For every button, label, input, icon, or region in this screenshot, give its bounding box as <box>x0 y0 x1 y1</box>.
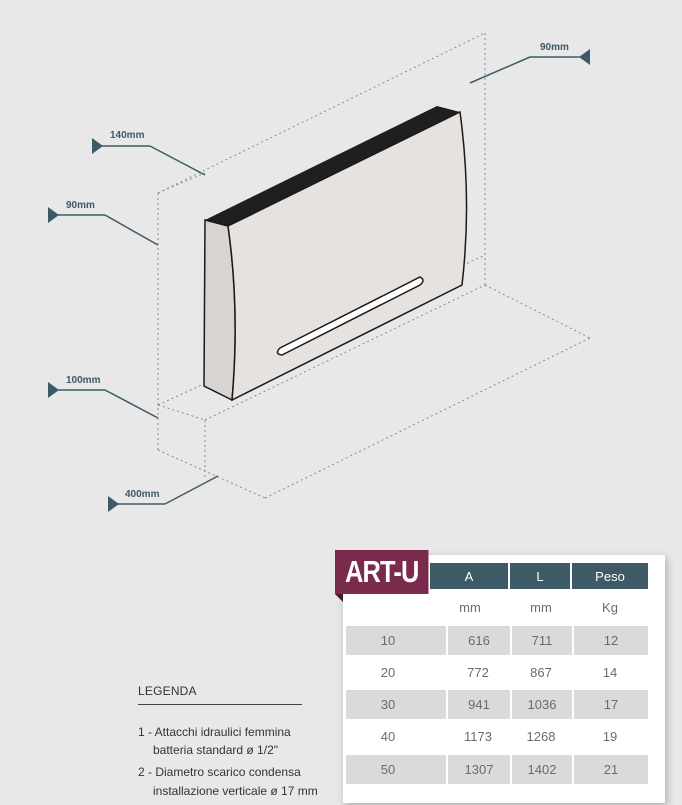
clearance-box <box>157 32 591 499</box>
pointer-arrow-icon <box>579 49 590 65</box>
table-row: 10 616 711 12 <box>346 626 648 655</box>
cell-a: 616 <box>446 626 510 655</box>
cell-peso: 14 <box>602 665 618 680</box>
cell-model: 40 <box>380 729 396 744</box>
table-row: 30 941 1036 17 <box>346 690 648 719</box>
pointer-arrow-icon <box>108 496 119 512</box>
pointer-arrow-icon <box>48 207 59 223</box>
badge-fold <box>335 594 343 602</box>
svg-text:90mm: 90mm <box>540 42 569 53</box>
table-header-row: A L Peso <box>430 563 648 589</box>
dimension-left-side: 90mm <box>48 200 159 246</box>
front-panel <box>227 110 468 402</box>
cell-l: 1268 <box>526 729 556 744</box>
cell-a: 941 <box>446 690 510 719</box>
cell-a: 772 <box>467 665 489 680</box>
pointer-arrow-icon <box>92 138 103 154</box>
legend-item-1-line-2: batteria standard ø 1/2" <box>153 743 278 757</box>
svg-text:90mm: 90mm <box>66 200 95 211</box>
legend-divider <box>138 704 302 705</box>
svg-text:140mm: 140mm <box>110 130 145 141</box>
table-row: 50 1307 1402 21 <box>346 755 648 784</box>
cell-l: 1402 <box>510 755 572 784</box>
svg-text:100mm: 100mm <box>66 375 101 386</box>
unit-l: mm <box>530 599 552 615</box>
cell-model: 30 <box>380 697 396 712</box>
cell-a: 1173 <box>464 729 492 744</box>
model-badge: ART-U <box>335 550 429 594</box>
cell-peso: 17 <box>572 690 648 719</box>
dimension-left-top: 140mm <box>92 130 206 176</box>
legend-item-2-line-1: 2 - Diametro scarico condensa <box>138 765 301 779</box>
table-row: 40 1173 1268 19 <box>346 722 648 751</box>
header-l: L <box>510 563 572 589</box>
dimension-bottom-clearance: 100mm <box>48 375 159 419</box>
cell-l: 1036 <box>510 690 572 719</box>
air-outlet-slot <box>276 276 424 356</box>
installation-diagram: 90mm 140mm 90mm 100mm 400mm <box>48 32 591 512</box>
cell-l: 867 <box>530 665 552 680</box>
table-units-row: mm mm Kg <box>430 596 648 618</box>
legend-item-2-line-2: installazione verticale ø 17 mm <box>153 784 318 798</box>
pointer-arrow-icon <box>48 382 59 398</box>
unit-peso: Kg <box>602 599 618 615</box>
cell-peso: 21 <box>572 755 648 784</box>
cell-peso: 12 <box>572 626 648 655</box>
cell-model: 10 <box>380 633 396 648</box>
cell-model: 20 <box>380 665 396 680</box>
cell-a: 1307 <box>446 755 510 784</box>
legend-title: LEGENDA <box>138 684 197 698</box>
dimension-top-right: 90mm <box>469 42 590 84</box>
top-grille <box>205 106 460 226</box>
legend-item-1-line-1: 1 - Attacchi idraulici femmina <box>138 725 291 739</box>
dimension-floor-depth: 400mm <box>108 475 219 512</box>
cell-l: 711 <box>510 626 572 655</box>
fan-coil-unit <box>203 106 468 402</box>
svg-text:400mm: 400mm <box>125 489 160 500</box>
unit-a: mm <box>459 599 481 615</box>
header-a: A <box>430 563 510 589</box>
header-peso: Peso <box>572 563 648 589</box>
cell-peso: 19 <box>602 729 618 744</box>
cell-model: 50 <box>380 762 396 777</box>
table-row: 20 772 867 14 <box>346 658 648 687</box>
